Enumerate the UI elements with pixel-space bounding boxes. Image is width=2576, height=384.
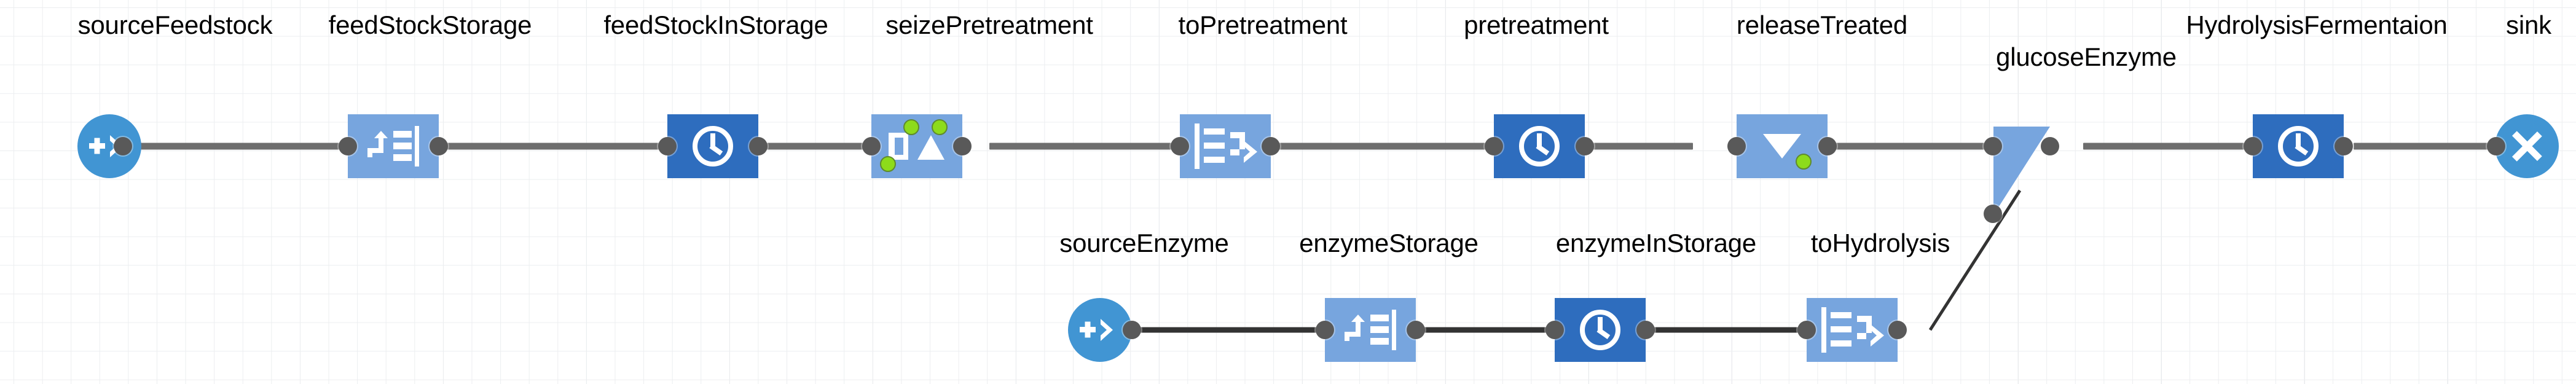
node-label-sink: sink	[2506, 10, 2551, 39]
port-glucoseEnzyme-out[interactable]	[2041, 137, 2059, 155]
port-feedStockStorage-in[interactable]	[339, 137, 357, 155]
node-HydrolysisFermentaion[interactable]	[2253, 114, 2344, 178]
indicator-dot-1	[903, 119, 919, 135]
port-toHydrolysis-out[interactable]	[1888, 321, 1907, 339]
port-glucoseEnzyme-in-bottom[interactable]	[1984, 205, 2002, 223]
port-feedStockInStorage-in[interactable]	[658, 137, 677, 155]
port-feedStockStorage-out[interactable]	[430, 137, 448, 155]
port-enzymeInStorage-in[interactable]	[1545, 321, 1564, 339]
port-releaseTreated-out[interactable]	[1818, 137, 1837, 155]
link-releaseTreated-glucoseEnzyme[interactable]	[1822, 143, 1991, 150]
indicator-dot-1	[1796, 154, 1812, 170]
port-toHydrolysis-in[interactable]	[1797, 321, 1816, 339]
port-releaseTreated-in[interactable]	[1727, 137, 1746, 155]
link-glucoseEnzyme-HydrolysisFermentaion[interactable]	[2083, 143, 2252, 150]
node-label-feedStockStorage: feedStockStorage	[328, 10, 532, 39]
port-pretreatment-out[interactable]	[1576, 137, 1594, 155]
node-glucoseEnzyme[interactable]	[1992, 125, 2051, 216]
queue-icon	[367, 126, 419, 167]
node-label-sourceFeedstock: sourceFeedstock	[77, 10, 273, 39]
link-seizePretreatment-toPretreatment[interactable]	[989, 143, 1180, 150]
node-feedStockStorage[interactable]	[348, 114, 439, 178]
port-toPretreatment-out[interactable]	[1262, 137, 1280, 155]
link-pretreatment-releaseTreated[interactable]	[1582, 143, 1693, 150]
node-enzymeStorage[interactable]	[1325, 298, 1416, 362]
link-enzymeInStorage-toHydrolysis[interactable]	[1628, 327, 1807, 333]
delay-clock-icon	[1519, 126, 1560, 167]
port-HydrolysisFermentaion-out[interactable]	[2334, 137, 2353, 155]
port-seizePretreatment-in[interactable]	[862, 137, 881, 155]
link-sourceFeedstock-feedStockStorage[interactable]	[123, 143, 369, 150]
node-label-seizePretreatment: seizePretreatment	[886, 10, 1093, 39]
port-seizePretreatment-out[interactable]	[953, 137, 972, 155]
node-label-HydrolysisFermentaion: HydrolysisFermentaion	[2186, 10, 2448, 39]
node-pretreatment[interactable]	[1494, 114, 1585, 178]
link-enzymeStorage-enzymeInStorage[interactable]	[1416, 327, 1555, 333]
port-sink-in[interactable]	[2487, 137, 2505, 155]
port-enzymeStorage-out[interactable]	[1407, 321, 1425, 339]
link-toPretreatment-pretreatment[interactable]	[1266, 143, 1536, 150]
node-sink[interactable]	[2495, 114, 2559, 178]
link-feedStockInStorage-seizePretreatment[interactable]	[761, 143, 871, 150]
indicator-dot-2	[932, 119, 948, 135]
sink-x-icon	[2511, 131, 2542, 162]
indicator-dot-3	[880, 156, 896, 172]
node-feedStockInStorage[interactable]	[667, 114, 758, 178]
link-feedStockStorage-feedStockInStorage[interactable]	[441, 143, 687, 150]
port-enzymeStorage-in[interactable]	[1316, 321, 1334, 339]
enter-icon	[1821, 307, 1884, 353]
port-enzymeInStorage-out[interactable]	[1636, 321, 1655, 339]
node-label-sourceEnzyme: sourceEnzyme	[1059, 229, 1229, 257]
node-seizePretreatment[interactable]	[871, 114, 962, 178]
source-icon	[1080, 319, 1113, 341]
port-HydrolysisFermentaion-in[interactable]	[2244, 137, 2262, 155]
port-feedStockInStorage-out[interactable]	[749, 137, 768, 155]
link-sourceEnzyme-enzymeStorage[interactable]	[1132, 327, 1344, 333]
node-label-releaseTreated: releaseTreated	[1736, 10, 1908, 39]
node-enzymeInStorage[interactable]	[1555, 298, 1646, 362]
node-releaseTreated[interactable]	[1737, 114, 1828, 178]
node-label-pretreatment: pretreatment	[1464, 10, 1609, 39]
enter-icon	[1195, 123, 1257, 169]
port-pretreatment-in[interactable]	[1485, 137, 1503, 155]
port-sourceFeedstock-out[interactable]	[114, 137, 132, 155]
port-glucoseEnzyme-in-top[interactable]	[1984, 137, 2002, 155]
seize-icon	[889, 133, 944, 160]
queue-icon	[1345, 310, 1396, 350]
delay-clock-icon	[693, 126, 733, 167]
node-toHydrolysis[interactable]	[1807, 298, 1898, 362]
node-label-enzymeStorage: enzymeStorage	[1299, 229, 1478, 257]
delay-clock-icon	[2278, 126, 2319, 167]
link-HydrolysisFermentaion-sink[interactable]	[2354, 143, 2495, 150]
node-label-enzymeInStorage: enzymeInStorage	[1555, 229, 1757, 257]
release-icon	[1763, 134, 1801, 159]
node-label-feedStockInStorage: feedStockInStorage	[603, 10, 828, 39]
node-label-glucoseEnzyme: glucoseEnzyme	[1996, 42, 2177, 71]
combine-icon	[1993, 127, 2050, 215]
port-toPretreatment-in[interactable]	[1171, 137, 1189, 155]
port-sourceEnzyme-out[interactable]	[1123, 321, 1141, 339]
node-label-toPretreatment: toPretreatment	[1178, 10, 1348, 39]
node-toPretreatment[interactable]	[1180, 114, 1271, 178]
node-label-toHydrolysis: toHydrolysis	[1810, 229, 1950, 257]
delay-clock-icon	[1580, 310, 1620, 350]
node-sourceEnzyme[interactable]	[1068, 298, 1132, 362]
